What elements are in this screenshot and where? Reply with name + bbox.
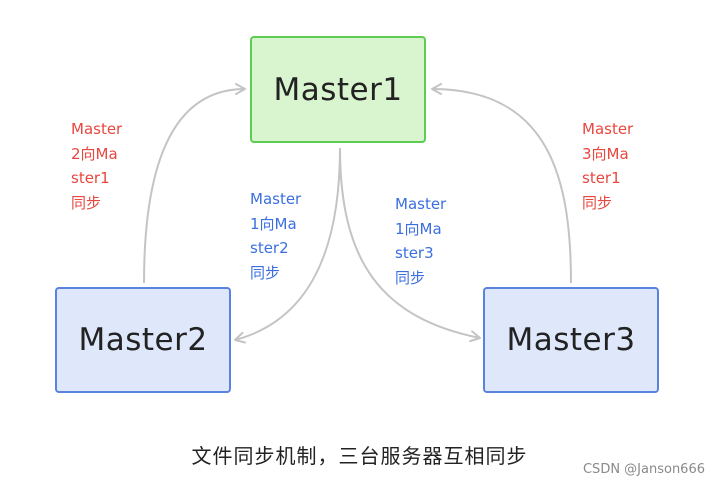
edge-label-master1-to-master3: Master 1向Ma ster3 同步 bbox=[395, 192, 465, 290]
edge-label-line: 1向Ma bbox=[250, 214, 297, 233]
edge-label-master1-to-master2: Master 1向Ma ster2 同步 bbox=[250, 187, 320, 285]
node-master1: Master1 bbox=[250, 36, 426, 143]
edge-label-master2-to-master1: Master 2向Ma ster1 同步 bbox=[71, 117, 141, 215]
edge-label-line: Master bbox=[395, 195, 447, 213]
node-master3: Master3 bbox=[483, 287, 659, 393]
edge-label-line: 同步 bbox=[582, 193, 613, 212]
edge-label-master3-to-master1: Master 3向Ma ster1 同步 bbox=[582, 117, 652, 215]
edge-label-line: ster3 bbox=[395, 244, 434, 262]
edge-label-line: ster2 bbox=[250, 239, 289, 257]
edge-label-line: Master bbox=[250, 190, 302, 208]
arrow-master3-to-master1 bbox=[431, 83, 572, 284]
edge-label-line: 同步 bbox=[71, 193, 102, 212]
diagram-caption: 文件同步机制，三台服务器互相同步 bbox=[191, 444, 528, 468]
edge-label-line: 同步 bbox=[395, 268, 426, 287]
edge-label-line: 3向Ma bbox=[582, 144, 629, 163]
edge-label-line: 2向Ma bbox=[71, 144, 118, 163]
edge-label-line: ster1 bbox=[71, 169, 110, 187]
edge-label-line: ster1 bbox=[582, 169, 621, 187]
arrow-master1-to-master3 bbox=[339, 147, 481, 343]
edge-label-line: 同步 bbox=[250, 263, 281, 282]
node-master2: Master2 bbox=[55, 287, 231, 393]
edge-label-line: Master bbox=[71, 120, 123, 138]
edge-label-line: 1向Ma bbox=[395, 219, 442, 238]
watermark: CSDN @Janson666 bbox=[582, 462, 705, 477]
arrow-master1-to-master2 bbox=[234, 147, 341, 344]
edge-label-line: Master bbox=[582, 120, 634, 138]
arrow-master2-to-master1 bbox=[143, 83, 246, 284]
